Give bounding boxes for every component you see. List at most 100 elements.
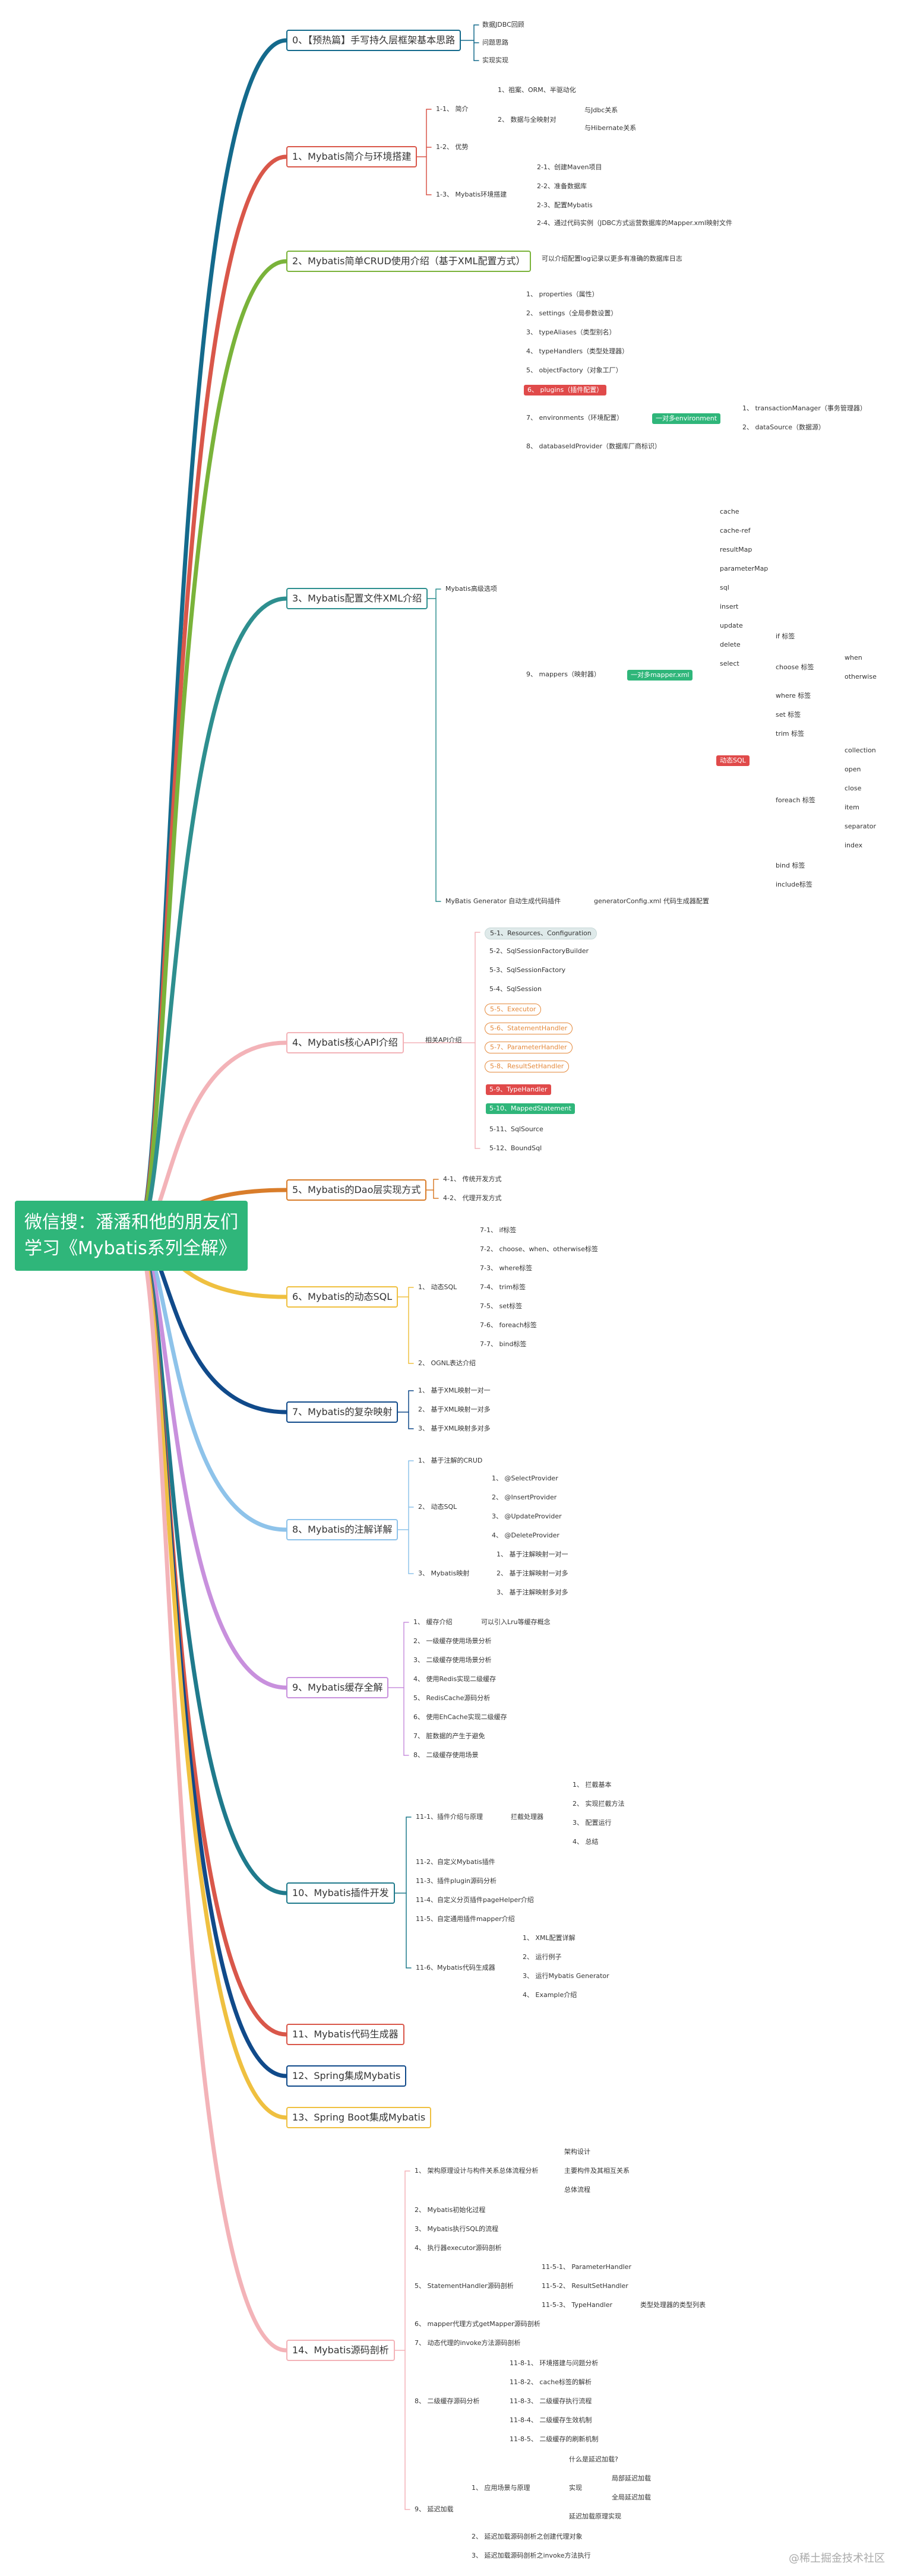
section-0[interactable]: 0、【预热篇】手写持久层框架基本思路: [286, 30, 461, 51]
s14-i1: 1、 应用场景与原理: [472, 2484, 530, 2492]
section-11[interactable]: 11、Mybatis代码生成器: [286, 2024, 404, 2045]
s3-p7: 7、 environments（环境配置）: [526, 414, 624, 422]
s10-a1-item: 4、 总结: [573, 1838, 599, 1846]
section-8[interactable]: 8、Mybatis的注解详解: [286, 1519, 399, 1540]
section-6[interactable]: 6、Mybatis的动态SQL: [286, 1286, 399, 1308]
s6-item: 7-2、 choose、when、otherwise标签: [480, 1245, 599, 1253]
s10-a1-item: 1、 拦截基本: [573, 1781, 612, 1789]
section-2[interactable]: 2、Mybatis简单CRUD使用介绍（基于XML配置方式）: [286, 251, 532, 272]
mapper-item: delete: [720, 641, 741, 648]
section-13[interactable]: 13、Spring Boot集成Mybatis: [286, 2107, 432, 2128]
mapper-item: cache: [720, 508, 739, 515]
s1-n3c: 2-3、配置Mybatis: [537, 201, 593, 209]
section-1[interactable]: 1、Mybatis简介与环境搭建: [286, 146, 418, 167]
s14-i3: 3、 延迟加载源码剖析之invoke方法执行: [472, 2552, 591, 2559]
api-item: 5-11、SqlSource: [489, 1125, 543, 1133]
s3-p4: 4、 typeHandlers（类型处理器）: [526, 347, 629, 355]
s5-item: 4-2、 代理开发方式: [443, 1194, 502, 1202]
section-9[interactable]: 9、Mybatis缓存全解: [286, 1677, 389, 1698]
api-item: 5-3、SqlSessionFactory: [489, 966, 566, 974]
s1-n1b: 2、 数据与全映射对: [498, 116, 556, 124]
s14-h: 8、 二级缓存源码分析: [415, 2397, 480, 2405]
s10-b-item: 3、 运行Mybatis Generator: [523, 1972, 609, 1980]
s14-h-item: 11-8-3、 二级缓存执行流程: [510, 2397, 592, 2405]
s6-item: 7-1、 if标签: [480, 1226, 517, 1234]
s14-b: 2、 Mybatis初始化过程: [415, 2206, 486, 2214]
s1-n3a: 2-1、创建Maven项目: [537, 163, 602, 171]
connector-line: [134, 1233, 289, 2120]
s1-n1b1: 与Jdbc关系: [584, 106, 618, 114]
s10-item: 11-5、自定通用插件mapper介绍: [416, 1915, 515, 1923]
dyn-item: bind 标签: [776, 862, 805, 869]
section-14[interactable]: 14、Mybatis源码剖析: [286, 2340, 395, 2361]
s10-b-item: 2、 运行例子: [523, 1953, 562, 1961]
s10-a1: 拦截处理器: [511, 1813, 543, 1821]
section-10[interactable]: 10、Mybatis插件开发: [286, 1882, 395, 1904]
api-item: 5-1、Resources、Configuration: [485, 928, 597, 939]
mapper-item: cache-ref: [720, 527, 751, 534]
s8-c: 3、 Mybatis映射: [418, 1569, 470, 1577]
s3-p7a: 1、 transactionManager（事务管理器）: [742, 404, 867, 412]
s14-h-item: 11-8-2、 cache标签的解析: [510, 2378, 592, 2386]
connector-line: [134, 1233, 289, 2353]
s10-item: 11-4、自定义分页插件pageHelper介绍: [416, 1896, 534, 1904]
s10-a1-item: 3、 配置运行: [573, 1819, 612, 1827]
foreach-item: separator: [845, 822, 877, 830]
s9-item: 4、 使用Redis实现二级缓存: [413, 1675, 497, 1683]
s9-item: 5、 RedisCache源码分析: [413, 1694, 491, 1702]
s8-c-item: 1、 基于注解映射一对一: [497, 1550, 568, 1558]
dyn-item: trim 标签: [776, 730, 805, 738]
api-item: 5-7、ParameterHandler: [485, 1042, 573, 1053]
s10-b-item: 1、 XML配置详解: [523, 1934, 576, 1942]
s9-a: 1、 缓存介绍: [413, 1618, 453, 1626]
watermark: @稀土掘金技术社区: [789, 2552, 885, 2565]
s8-b-item: 3、 @UpdateProvider: [492, 1512, 562, 1520]
s10-a1-item: 2、 实现拦截方法: [573, 1800, 625, 1808]
dyn-item: choose 标签: [776, 663, 814, 671]
s14-a-item: 架构设计: [564, 2148, 590, 2156]
s14-a-item: 总体流程: [564, 2186, 590, 2194]
choose-item: when: [845, 654, 862, 662]
mapper-item: select: [720, 660, 739, 667]
s9-item: 2、 一级缓存使用场景分析: [413, 1637, 492, 1645]
s14-c: 3、 Mybatis执行SQL的流程: [415, 2225, 499, 2233]
s9-item: 3、 二级缓存使用场景分析: [413, 1656, 492, 1664]
api-item: 5-9、TypeHandler: [486, 1084, 551, 1095]
s10-item: 11-2、自定义Mybatis插件: [416, 1858, 495, 1866]
s14-h-item: 11-8-4、 二级缓存生效机制: [510, 2416, 592, 2424]
s1-n3d: 2-4、通过代码实例（JDBC方式运营数据库的Mapper.xml映射文件: [537, 219, 732, 227]
s3-p9: 9、 mappers（映射器）: [526, 670, 600, 678]
s3-p7b: 2、 dataSource（数据源）: [742, 423, 826, 431]
foreach-item: index: [845, 841, 863, 849]
section-7[interactable]: 7、Mybatis的复杂映射: [286, 1401, 399, 1423]
s3-p6: 6、 plugins（插件配置）: [524, 385, 607, 395]
s1-n3: 1-3、 Mybatis环境搭建: [436, 191, 507, 198]
foreach-item: collection: [845, 746, 876, 754]
s14-e3a: 类型处理器的类型列表: [640, 2301, 706, 2309]
s3-p2: 2、 settings（全局参数设置）: [526, 309, 618, 317]
s8-b-item: 1、 @SelectProvider: [492, 1474, 558, 1482]
root-line-1: 微信搜：潘潘和他的朋友们: [24, 1212, 238, 1233]
section-5[interactable]: 5、Mybatis的Dao层实现方式: [286, 1179, 427, 1201]
s8-b-item: 2、 @InsertProvider: [492, 1493, 557, 1501]
foreach-item: close: [845, 784, 862, 792]
s6-item: 7-4、 trim标签: [480, 1283, 526, 1291]
foreach-item: open: [845, 765, 861, 773]
s6-b: 2、 OGNL表达介绍: [418, 1359, 476, 1367]
section-3[interactable]: 3、Mybatis配置文件XML介绍: [286, 588, 428, 609]
dyn-item: foreach 标签: [776, 796, 815, 804]
s2-a: 可以介绍配置log记录以更多有准确的数据库日志: [542, 255, 682, 262]
section-12[interactable]: 12、Spring集成Mybatis: [286, 2065, 407, 2087]
s7-item: 1、 基于XML映射一对一: [418, 1387, 491, 1394]
s9-item: 8、 二级缓存使用场景: [413, 1751, 479, 1759]
s3-p9-hub: 一对多mapper.xml: [627, 670, 693, 681]
s3-p1: 1、 properties（属性）: [526, 290, 599, 298]
s10-a: 11-1、插件介绍与原理: [416, 1813, 483, 1821]
section-4[interactable]: 4、Mybatis核心API介绍: [286, 1032, 404, 1053]
s6-a: 1、 动态SQL: [418, 1283, 457, 1291]
s14-i1b-item: 局部延迟加载: [612, 2474, 651, 2482]
s6-item: 7-6、 foreach标签: [480, 1321, 537, 1329]
mapper-item: insert: [720, 603, 739, 610]
s7-item: 2、 基于XML映射一对多: [418, 1406, 491, 1413]
s14-e-item: 11-5-1、 ParameterHandler: [542, 2263, 631, 2271]
